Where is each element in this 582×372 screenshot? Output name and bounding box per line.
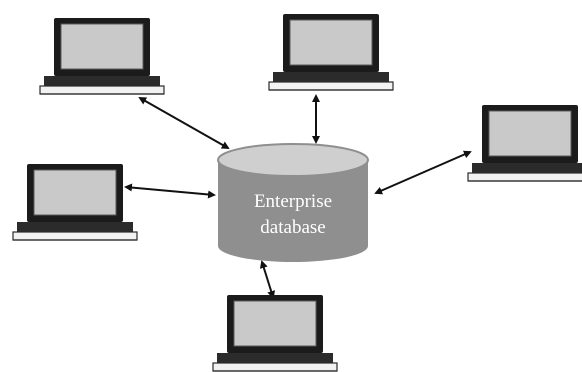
database-top [217, 143, 369, 177]
database-label-line-1: Enterprise [254, 191, 332, 212]
enterprise-database: Enterprise database [217, 143, 369, 262]
laptop-top-left [39, 17, 165, 95]
laptop-bottom [212, 294, 338, 372]
connection-arrow-top-left [138, 97, 230, 149]
laptop-top-center [268, 13, 394, 91]
laptop-left [12, 163, 138, 241]
database-bottom [218, 230, 368, 262]
laptop-right [467, 104, 582, 182]
laptop-icon [212, 294, 338, 372]
connection-arrow-right [374, 150, 472, 195]
laptop-icon [467, 104, 582, 182]
database-label-line-2: database [260, 217, 325, 238]
connection-arrow-bottom [259, 260, 276, 299]
connections [124, 94, 472, 299]
laptop-icon [12, 163, 138, 241]
connection-arrow-left [124, 183, 216, 199]
laptop-icon [39, 17, 165, 95]
laptop-icon [268, 13, 394, 91]
